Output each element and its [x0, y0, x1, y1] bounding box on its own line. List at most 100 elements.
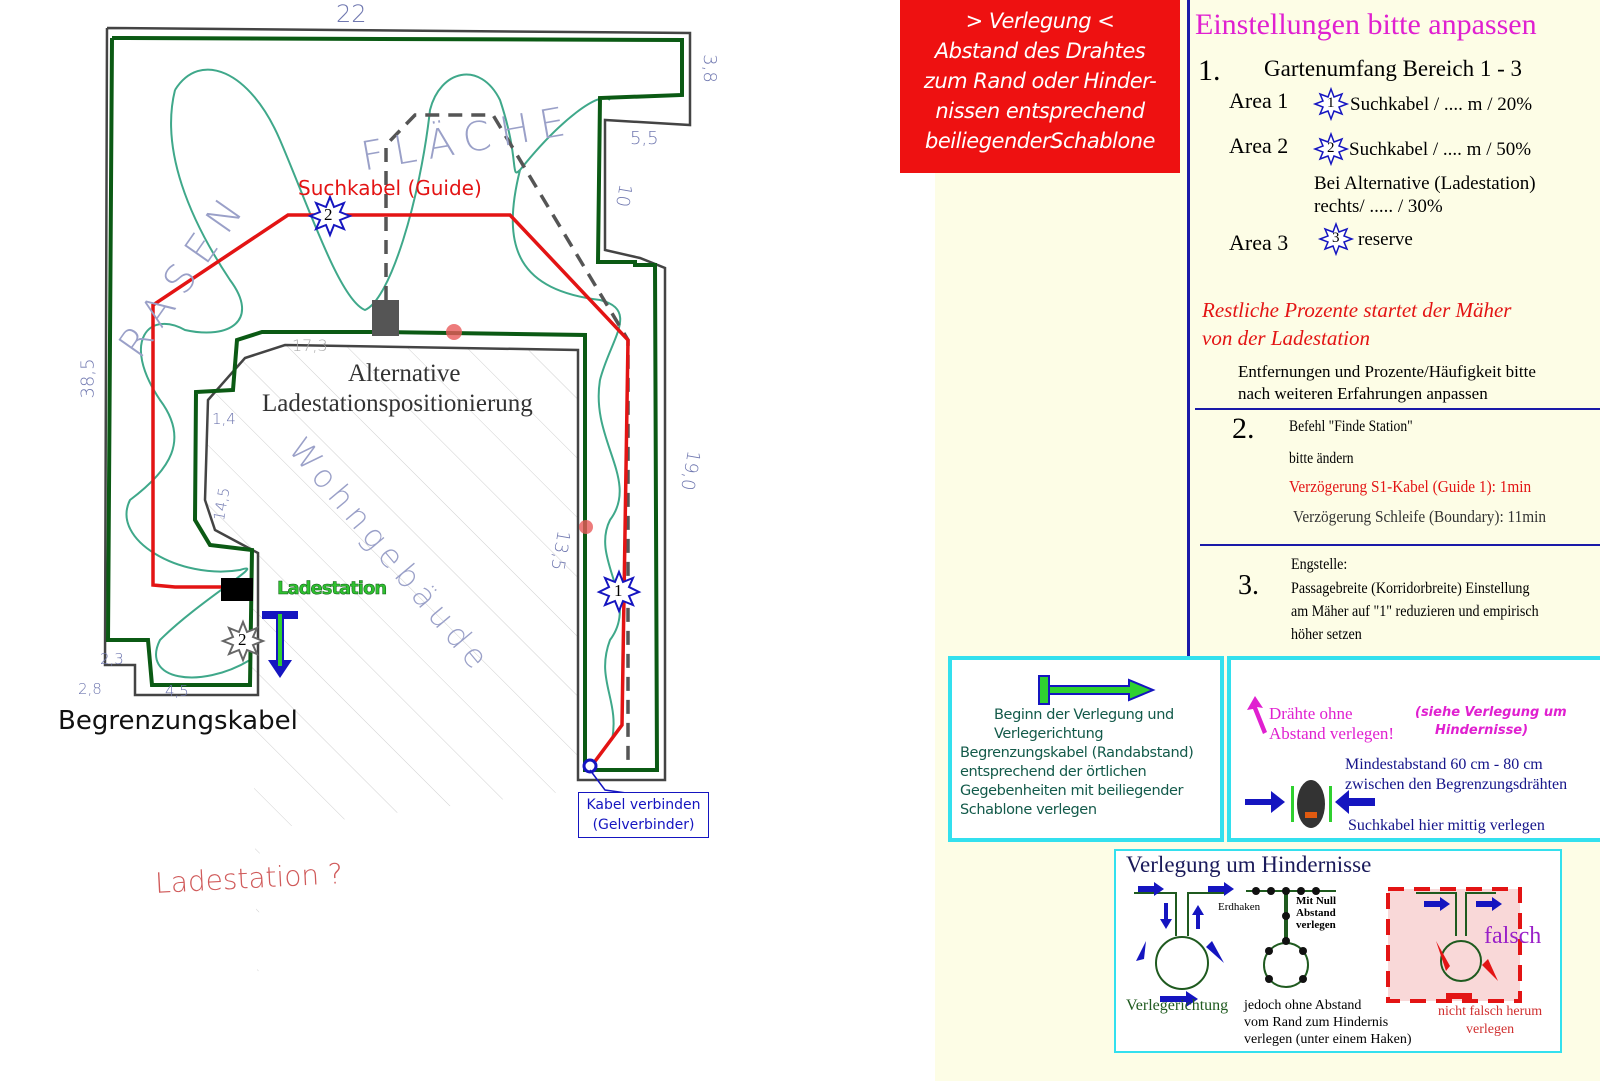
s3-line-3: am Mäher auf "1" reduzieren und empirisc… — [1291, 603, 1539, 620]
redbox-line: > Verlegung < — [965, 9, 1115, 33]
divider — [1200, 544, 1600, 546]
redbox-line: zum Rand oder Hinder- — [923, 69, 1157, 93]
direction-label: Verlegerichtung — [1126, 997, 1229, 1014]
start-line: Beginn der Verlegung und — [994, 707, 1174, 723]
note-line-1: Entfernungen und Prozente/Häufigkeit bit… — [1238, 362, 1536, 381]
rest-line-1: Restliche Prozente startet der Mäher — [1202, 298, 1512, 322]
start-direction-arrow-icon — [1038, 675, 1156, 705]
dim-bottom-left-a: 2,3 — [100, 650, 124, 668]
settings-title: Einstellungen bitte anpassen — [1195, 8, 1537, 41]
dim-bottom-left-b: 2,8 — [78, 680, 102, 698]
s3-line-4: höher setzen — [1291, 626, 1362, 643]
area-1-label: Area 1 — [1229, 88, 1289, 113]
section-1-heading: Gartenumfang Bereich 1 - 3 — [1264, 56, 1523, 81]
min-line-1: Mindestabstand 60 cm - 80 cm — [1345, 756, 1543, 773]
divider — [1187, 0, 1190, 658]
rest-line-2: von der Ladestation — [1202, 326, 1370, 350]
wander-path — [125, 68, 622, 741]
laying-instructions-box: > Verlegung < Abstand des Drahtes zum Ra… — [900, 0, 1180, 173]
start-arrow-icon — [262, 611, 298, 678]
area-2-label: Area 2 — [1229, 133, 1289, 158]
start-line: Begrenzungskabel (Randabstand) — [960, 745, 1194, 761]
guide-mid-text: Suchkabel hier mittig verlegen — [1348, 817, 1545, 834]
dim-bottom: 4,5 — [165, 682, 189, 700]
s2-line-1: Befehl "Finde Station" — [1289, 418, 1413, 435]
dim-right-upper: 10 — [611, 182, 636, 209]
dim-inner-left-a: 1,4 — [212, 410, 236, 428]
mower-icon — [1297, 780, 1325, 828]
see-line-2: Hindernisse) — [1435, 723, 1529, 738]
area-3-text: reserve — [1358, 229, 1413, 250]
s3-line-1: Engstelle: — [1291, 556, 1348, 573]
zero-line: verlegen — [1296, 919, 1336, 931]
alt-line-2: rechts/ ..... / 30% — [1314, 196, 1443, 217]
wrong-line: nicht falsch herum — [1438, 1004, 1543, 1019]
without-line: verlegen (unter einem Haken) — [1244, 1032, 1412, 1047]
s2-line-3: Verzögerung S1-Kabel (Guide 1): 1min — [1289, 477, 1532, 496]
zero-line: Abstand — [1296, 907, 1336, 919]
corridor-icons — [1245, 696, 1375, 828]
wrong-text: nicht falsch herum verlegen — [1438, 1003, 1542, 1039]
area-1-marker: 1 — [1327, 95, 1335, 111]
wrong-label: falsch — [1484, 923, 1542, 949]
obstacle-diagrams — [1134, 882, 1522, 1007]
zero-line: Mit Null — [1296, 895, 1337, 907]
redbox-line: beiliegenderSchablone — [925, 129, 1155, 153]
blue-arrow-left-icon — [1335, 790, 1375, 814]
start-line: entsprechend der örtlichen — [960, 764, 1147, 780]
section-3-number: 3. — [1238, 570, 1259, 601]
marker-1-label: 1 — [614, 581, 623, 600]
section-1-number: 1. — [1198, 54, 1221, 87]
obstacles-title: Verlegung um Hindernisse — [1126, 852, 1372, 877]
dim-top-right: 3,8 — [698, 54, 720, 83]
area-1-text: Suchkabel / .... m / 20% — [1350, 94, 1533, 115]
note-line-2: nach weiteren Erfahrungen anpassen — [1238, 384, 1488, 403]
alt-station-label-2: Ladestationspositionierung — [262, 390, 533, 417]
dim-top: 22 — [336, 0, 367, 28]
alt-line-1: Bei Alternative (Ladestation) — [1314, 173, 1536, 194]
marker-2-label: 2 — [324, 205, 333, 224]
station-label: Ladestation — [277, 578, 388, 600]
guide-label: Suchkabel (Guide) — [298, 176, 482, 200]
divider — [1195, 408, 1600, 410]
alt-charging-station — [372, 300, 399, 336]
area-3-marker: 3 — [1332, 230, 1340, 246]
without-line: vom Rand zum Hindernis — [1244, 1015, 1389, 1030]
redbox-line: Abstand des Drahtes — [934, 39, 1146, 63]
erdhaken-label: Erdhaken — [1218, 901, 1261, 913]
min-line-2: zwischen den Begrenzungsdrähten — [1345, 776, 1568, 793]
start-line: Schablone verlegen — [960, 802, 1097, 818]
start-direction-box: Beginn der Verlegung und Verlegerichtung… — [948, 656, 1224, 842]
start-line: Gegebenheiten mit beiliegender — [960, 783, 1184, 799]
area-3-label: Area 3 — [1229, 230, 1289, 255]
obstacles-box: Verlegung um Hindernisse — [1114, 849, 1562, 1053]
zero-distance-label: Mit Null Abstand verlegen — [1296, 895, 1336, 931]
start-line: Verlegerichtung — [994, 726, 1104, 742]
boundary-wire — [105, 36, 684, 772]
alt-station-label-1: Alternative — [348, 360, 461, 387]
red-dot — [446, 324, 462, 340]
connector-icon — [582, 758, 598, 774]
section-2-number: 2. — [1232, 412, 1255, 445]
magenta-arrow-icon — [1247, 696, 1267, 734]
connect-label-1: Kabel verbinden — [586, 797, 701, 813]
warn-line-1: Drähte ohne — [1269, 704, 1353, 723]
dim-left: 38,5 — [77, 358, 99, 399]
garden-map — [103, 26, 692, 1020]
dim-inner-top: 17,3 — [292, 336, 328, 355]
see-line-1: (siehe Verlegung um — [1415, 705, 1567, 720]
red-dot — [579, 520, 593, 534]
connect-label-2: (Gelverbinder) — [592, 817, 695, 833]
marker-station2-label: 2 — [238, 630, 247, 649]
outer-property-line — [103, 26, 692, 782]
s2-line-2: bitte ändern — [1289, 450, 1354, 467]
without-line: jedoch ohne Abstand — [1244, 998, 1362, 1013]
dim-notch: 5,5 — [630, 128, 659, 149]
area-2-marker: 2 — [1327, 140, 1335, 156]
area-2-text: Suchkabel / .... m / 50% — [1349, 139, 1532, 160]
s3-line-2: Passagebreite (Korridorbreite) Einstellu… — [1291, 580, 1530, 597]
redbox-line: nissen entsprechend — [935, 99, 1145, 123]
star-marker-icon — [220, 194, 642, 663]
without-distance-text: jedoch ohne Abstand vom Rand zum Hindern… — [1244, 997, 1412, 1048]
building-hatch — [205, 345, 578, 1020]
